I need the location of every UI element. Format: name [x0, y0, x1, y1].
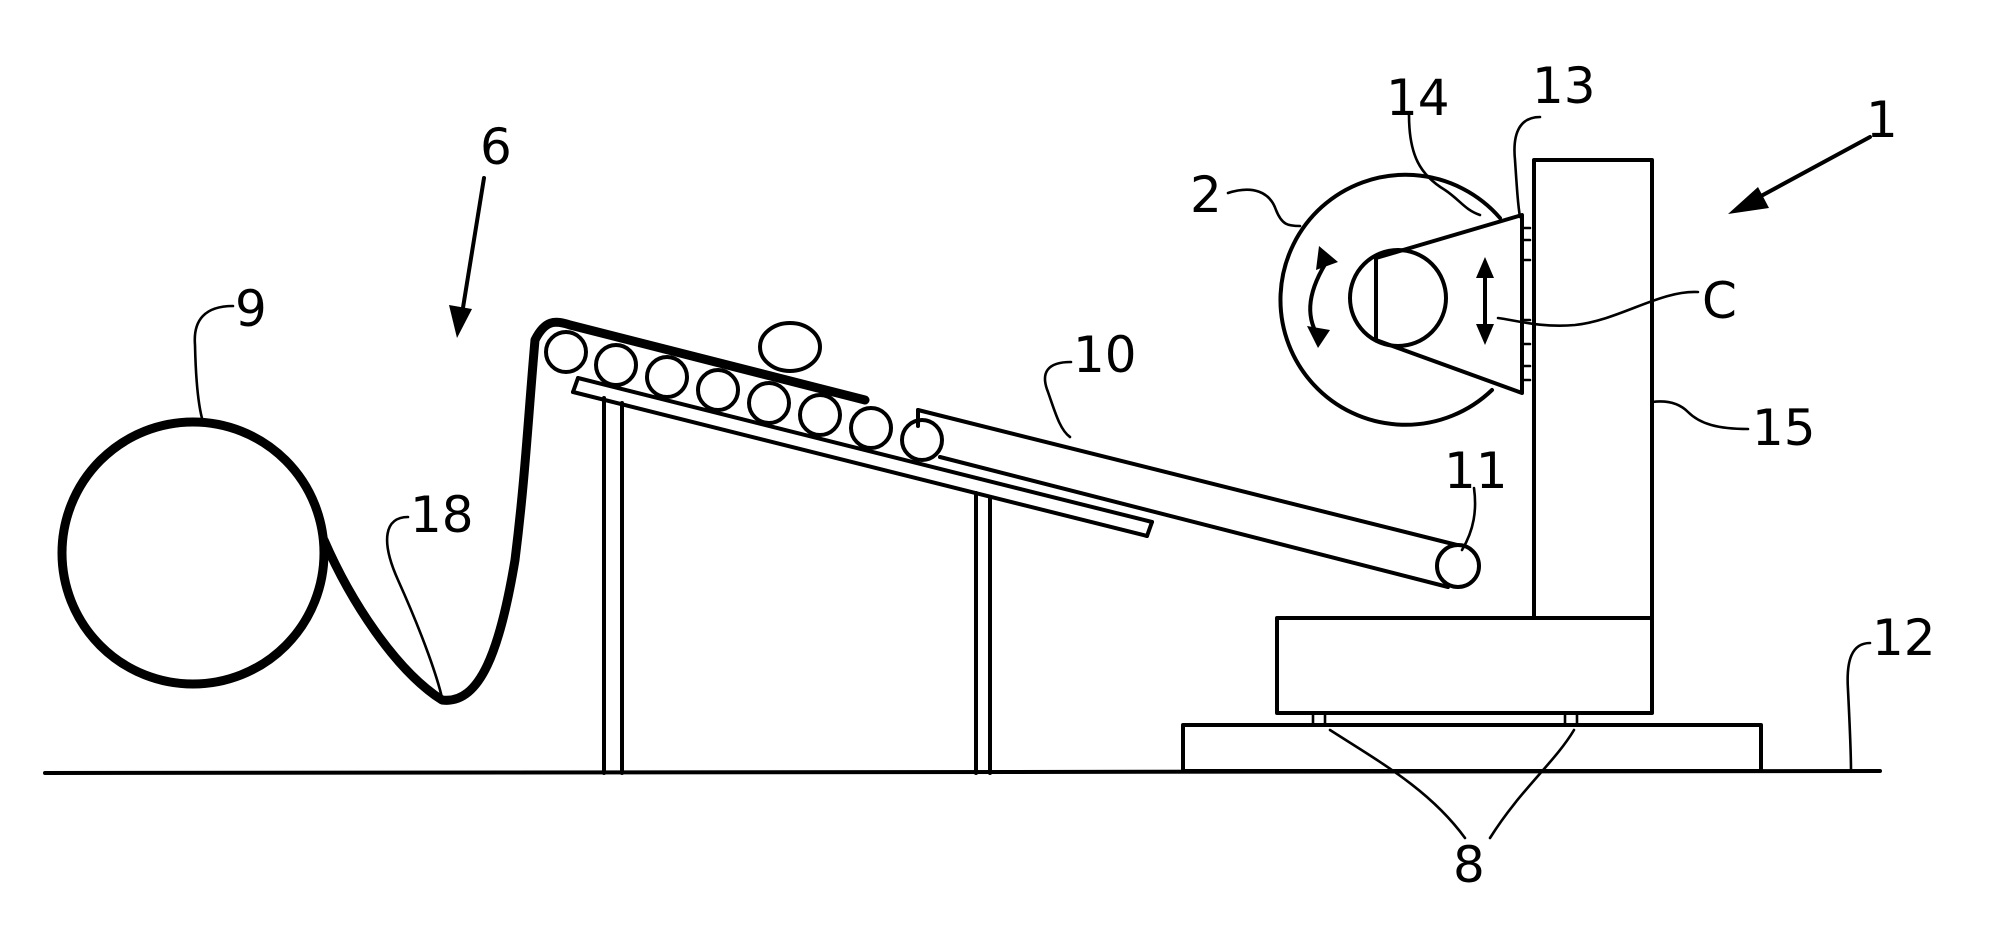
- hub-circle: [1350, 250, 1446, 346]
- leader-12: [1848, 643, 1870, 771]
- rotation-arrowhead-up: [1316, 246, 1338, 270]
- table-end-left: [573, 378, 578, 392]
- pointer-arrow-1-head: [1728, 187, 1769, 214]
- object-on-web: [760, 323, 820, 371]
- roller: [800, 395, 840, 435]
- leader-15: [1652, 401, 1748, 429]
- ref-label-C: C: [1702, 272, 1737, 330]
- roller: [596, 345, 636, 385]
- ref-label-10: 10: [1073, 326, 1137, 384]
- ref-label-14: 14: [1386, 69, 1450, 127]
- column-15: [1534, 160, 1652, 618]
- ref-label-18: 18: [410, 486, 474, 544]
- pointer-arrow-1-shaft: [1750, 137, 1870, 202]
- leader-13: [1514, 117, 1540, 217]
- leader-2: [1228, 190, 1300, 226]
- web-strip: [324, 322, 865, 700]
- roller: [546, 332, 586, 372]
- ref-label-13: 13: [1532, 57, 1596, 115]
- ref-label-6: 6: [480, 118, 512, 176]
- roller: [749, 383, 789, 423]
- leader-8a: [1330, 730, 1465, 838]
- ref-label-9: 9: [235, 280, 267, 338]
- wheel-outline: [1280, 175, 1500, 425]
- ref-label-2: 2: [1190, 166, 1222, 224]
- floor-platform: [1183, 725, 1761, 771]
- ref-label-8: 8: [1453, 836, 1485, 894]
- roller: [902, 420, 942, 460]
- pointer-arrow-6-shaft: [461, 178, 484, 320]
- leader-10: [1045, 362, 1071, 437]
- conveyor-top-edge: [918, 410, 1457, 545]
- roller: [647, 357, 687, 397]
- leader-18: [387, 517, 442, 698]
- ref-label-11: 11: [1444, 442, 1508, 500]
- table-end-right: [1147, 522, 1152, 536]
- leader-8b: [1490, 730, 1574, 838]
- ref-label-15: 15: [1752, 399, 1816, 457]
- machine-base: [1277, 618, 1652, 713]
- leader-9: [195, 306, 233, 422]
- leader-14: [1409, 115, 1480, 215]
- rotation-arrowhead-down: [1307, 326, 1330, 348]
- vertical-arrowhead-up: [1476, 257, 1494, 278]
- conveyor-end-roller: [1437, 545, 1479, 587]
- vertical-arrowhead-down: [1476, 324, 1494, 345]
- pointer-arrow-6-head: [449, 305, 472, 338]
- triangular-holder: [1376, 215, 1522, 393]
- roller: [851, 408, 891, 448]
- rotation-arrow-curve: [1310, 258, 1329, 336]
- ref-label-12: 12: [1872, 609, 1936, 667]
- ref-label-1: 1: [1866, 91, 1898, 149]
- roller: [698, 370, 738, 410]
- supply-roll: [62, 422, 324, 684]
